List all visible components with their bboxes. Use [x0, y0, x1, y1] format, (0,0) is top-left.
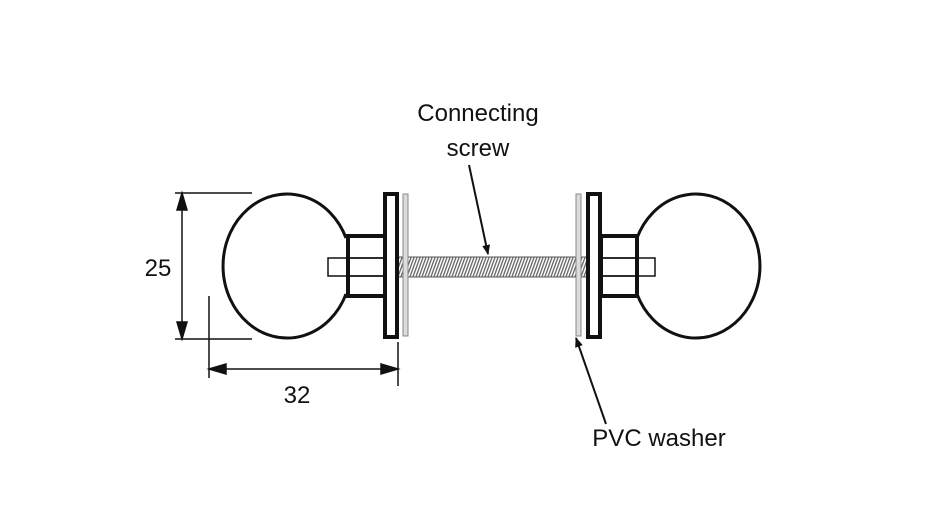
dimension-length-label: 32	[284, 382, 311, 409]
length-dimension	[206, 296, 401, 386]
left-pvc-washer	[402, 193, 409, 337]
right-knob	[575, 192, 762, 340]
screw-label-line2: screw	[447, 135, 510, 162]
screw-callout-arrow	[468, 164, 491, 255]
washer-label: PVC washer	[592, 425, 725, 452]
left-rose-plate	[383, 192, 399, 339]
screw-label-line1: Connecting	[417, 100, 538, 127]
dimension-height-label: 25	[145, 255, 172, 282]
connecting-screw	[397, 256, 589, 278]
right-pvc-washer	[575, 193, 582, 337]
height-dimension	[175, 190, 252, 342]
left-knob	[221, 192, 409, 340]
right-rose-plate	[586, 192, 602, 339]
washer-callout-arrow	[575, 337, 607, 425]
